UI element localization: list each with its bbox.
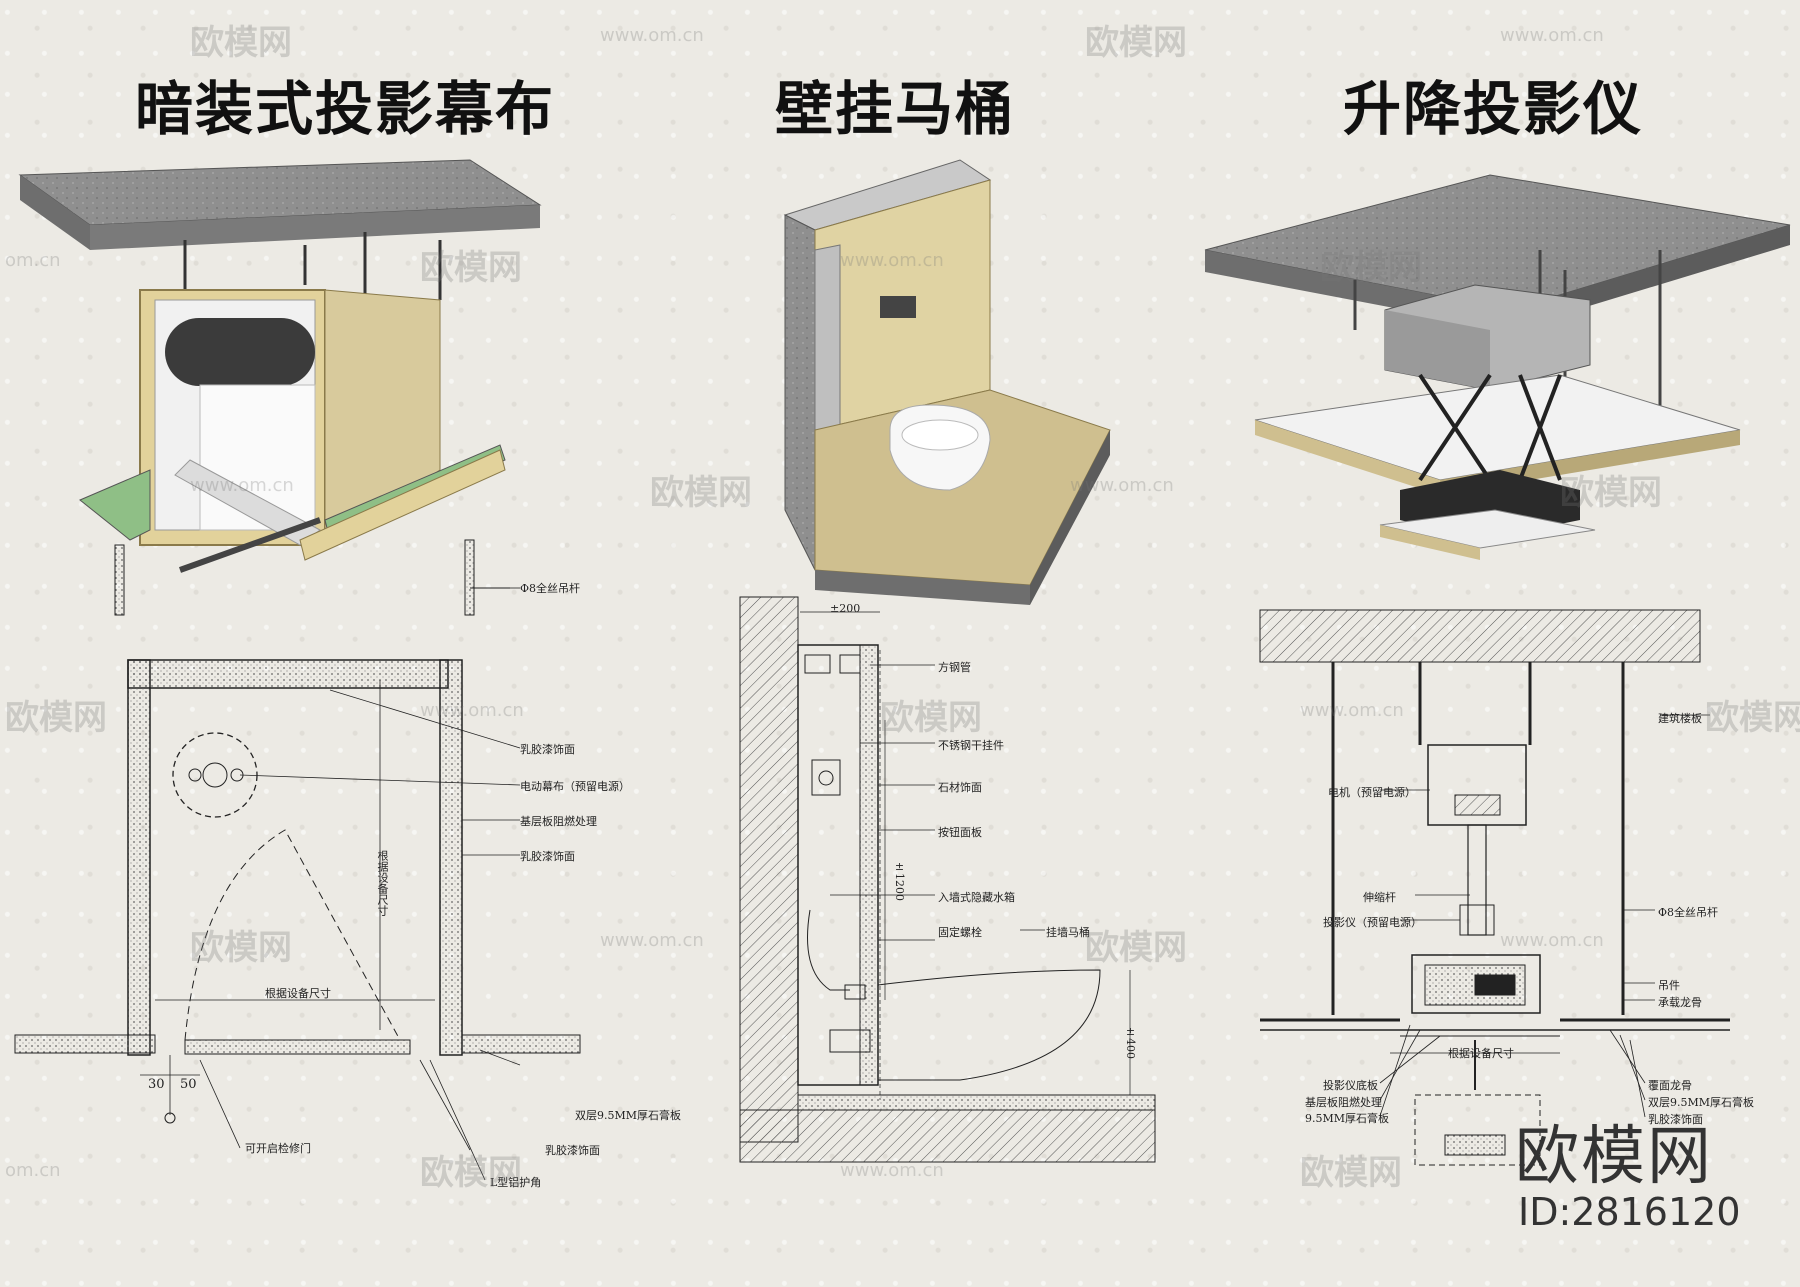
- toilet-section-drawing: [739, 596, 1156, 1163]
- label-hidden-tank: 入墙式隐藏水箱: [938, 891, 1015, 904]
- watermark-logo: 欧模网: [190, 23, 292, 63]
- label-wall-toilet: 挂墙马桶: [1046, 926, 1090, 939]
- label-latex-top: 乳胶漆饰面: [520, 743, 575, 756]
- label-steel-pipe: 方钢管: [938, 661, 971, 674]
- label-gypsum-double: 双层9.5MM厚石膏板: [575, 1109, 682, 1122]
- label-main-keel: 承载龙骨: [1658, 996, 1702, 1009]
- label-telescopic-rod: 伸缩杆: [1363, 891, 1396, 904]
- screen-3d-model: [18, 159, 542, 573]
- label-device-size-horizontal: 根据设备尺寸: [265, 987, 331, 1000]
- label-gypsum-double-right: 双层9.5MM厚石膏板: [1648, 1096, 1755, 1109]
- brand-logo-text: 欧模网: [1515, 1120, 1713, 1194]
- watermark-url: www.om.cn: [600, 25, 704, 46]
- watermark-url: www.om.cn: [1300, 700, 1404, 721]
- watermark-logo: 欧模网: [5, 698, 107, 738]
- watermark-logo: 欧模网: [1320, 248, 1422, 288]
- watermark-url: www.om.cn: [840, 250, 944, 271]
- watermark-url: www.om.cn: [1070, 475, 1174, 496]
- projector-3d-model: [1204, 174, 1791, 560]
- watermark-logo: 欧模网: [650, 473, 752, 513]
- label-latex-side: 乳胶漆饰面: [520, 850, 575, 863]
- watermark-logo: 欧模网: [1705, 698, 1800, 738]
- label-latex-right: 乳胶漆饰面: [1648, 1113, 1703, 1126]
- dimension-1200: ±1200: [893, 860, 906, 901]
- watermark-logo: 欧模网: [420, 248, 522, 288]
- label-device-size-vertical: 根据设备尺寸: [376, 850, 389, 916]
- label-fixing-bolt: 固定螺栓: [938, 926, 982, 939]
- toilet-3d-model: [783, 159, 1111, 605]
- label-motor: 电机（预留电源）: [1328, 786, 1416, 799]
- title-wall-toilet: 壁挂马桶: [775, 75, 1016, 143]
- watermark-url: www.om.cn: [1500, 25, 1604, 46]
- label-base-board: 基层板阻燃处理: [520, 815, 597, 828]
- dimension-400: ±400: [1124, 1025, 1137, 1059]
- label-building-slab: 建筑楼板: [1658, 712, 1702, 725]
- watermark-url: www.om.cn: [1500, 930, 1604, 951]
- watermark-logo: 欧模网: [880, 698, 982, 738]
- dimension-30: 30: [148, 1077, 165, 1092]
- watermark-logo: 欧模网: [1560, 473, 1662, 513]
- label-l-corner: L型铝护角: [490, 1176, 542, 1189]
- watermark-url: www.om.cn: [190, 475, 294, 496]
- label-motor-screen: 电动幕布（预留电源）: [520, 780, 630, 793]
- watermark-url: om.cn: [5, 1160, 61, 1181]
- dimension-200: ±200: [830, 602, 861, 615]
- label-rod-full-thread: Φ8全丝吊杆: [1658, 906, 1719, 919]
- dimension-50: 50: [180, 1077, 197, 1092]
- label-stainless-hanger: 不锈钢干挂件: [938, 739, 1004, 752]
- label-gypsum-95: 9.5MM厚石膏板: [1305, 1112, 1390, 1125]
- watermark-logo: 欧模网: [1085, 23, 1187, 63]
- watermark-logo: 欧模网: [420, 1153, 522, 1193]
- watermark-logo: 欧模网: [190, 928, 292, 968]
- watermark-url: www.om.cn: [420, 700, 524, 721]
- label-projector: 投影仪（预留电源）: [1323, 916, 1422, 929]
- label-device-size: 根据设备尺寸: [1448, 1047, 1514, 1060]
- image-id: ID:2816120: [1518, 1190, 1741, 1234]
- watermark-logo: 欧模网: [1300, 1153, 1402, 1193]
- label-stone-facing: 石材饰面: [938, 781, 982, 794]
- label-access-door: 可开启检修门: [245, 1142, 311, 1155]
- label-button-panel: 按钮面板: [938, 826, 982, 839]
- label-hanger: 吊件: [1658, 979, 1680, 992]
- label-rod: Φ8全丝吊杆: [520, 582, 581, 595]
- watermark-url: www.om.cn: [600, 930, 704, 951]
- label-projector-base-plate: 投影仪底板: [1323, 1079, 1378, 1092]
- screen-section-drawing: [14, 539, 581, 1181]
- title-projector-lift: 升降投影仪: [1343, 75, 1644, 143]
- watermark-url: om.cn: [5, 250, 61, 271]
- projector-section-drawing: [1259, 609, 1730, 1166]
- watermark-url: www.om.cn: [840, 1160, 944, 1181]
- title-concealed-screen: 暗装式投影幕布: [135, 75, 556, 143]
- label-cover-keel: 覆面龙骨: [1648, 1079, 1692, 1092]
- label-base-board-fireproof: 基层板阻燃处理: [1305, 1096, 1382, 1109]
- label-latex-bottom: 乳胶漆饰面: [545, 1144, 600, 1157]
- watermark-logo: 欧模网: [1085, 928, 1187, 968]
